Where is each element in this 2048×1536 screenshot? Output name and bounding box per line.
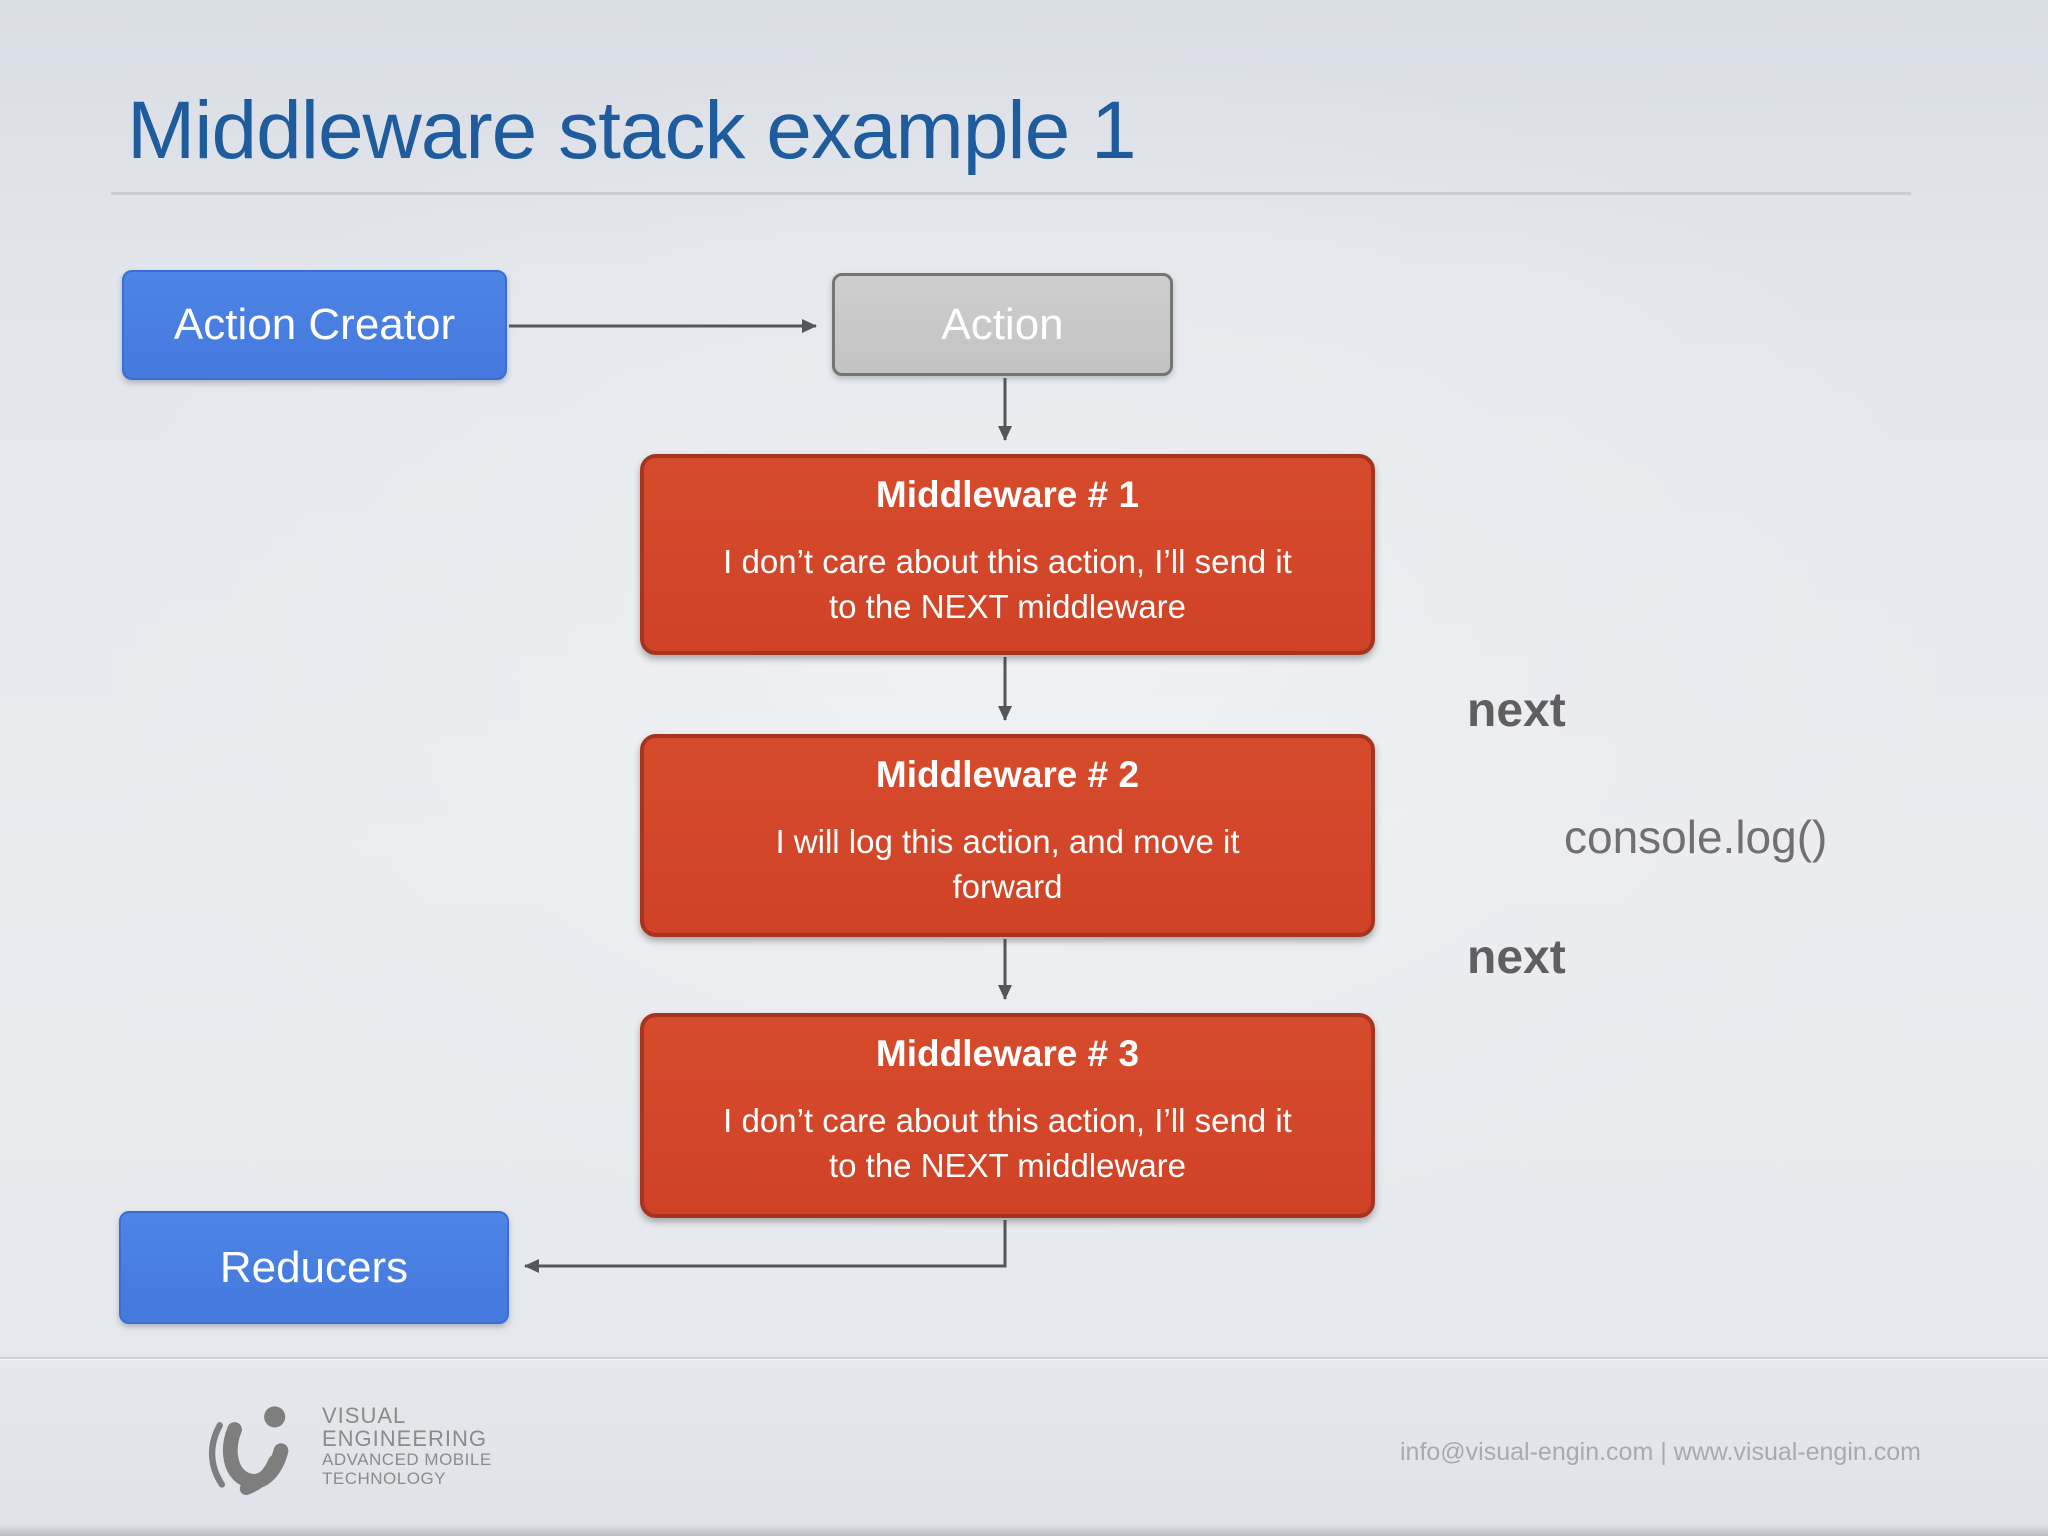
middleware-2-body-line1: I will log this action, and move it bbox=[775, 823, 1240, 860]
node-reducers: Reducers bbox=[119, 1211, 509, 1324]
middleware-1-body: I don’t care about this action, I’ll sen… bbox=[644, 540, 1371, 629]
arrow-middleware3-to-reducers bbox=[524, 1220, 1007, 1273]
node-reducers-label: Reducers bbox=[219, 1242, 409, 1292]
visual-engineering-logo-icon bbox=[208, 1406, 289, 1495]
node-middleware-2: Middleware # 2 I will log this action, a… bbox=[640, 734, 1375, 937]
logo-line-1: VISUAL bbox=[322, 1403, 407, 1428]
footer-contact-info: info@visual-engin.com | www.visual-engin… bbox=[1400, 1438, 1921, 1466]
annotation-next-1: next bbox=[1467, 684, 1566, 737]
logo-text: VISUAL ENGINEERING ADVANCED MOBILE TECHN… bbox=[322, 1400, 492, 1488]
logo-line-2: ENGINEERING bbox=[322, 1426, 488, 1451]
company-logo: VISUAL ENGINEERING ADVANCED MOBILE TECHN… bbox=[205, 1400, 492, 1495]
middleware-3-body: I don’t care about this action, I’ll sen… bbox=[644, 1099, 1371, 1188]
logo-line-4: TECHNOLOGY bbox=[322, 1469, 447, 1488]
middleware-1-body-line1: I don’t care about this action, I’ll sen… bbox=[723, 543, 1292, 580]
node-action-creator: Action Creator bbox=[122, 270, 507, 380]
middleware-3-body-line2: to the NEXT middleware bbox=[828, 1146, 1187, 1184]
footer-divider bbox=[0, 1357, 2048, 1359]
node-middleware-1: Middleware # 1 I don’t care about this a… bbox=[640, 454, 1375, 655]
bottom-edge-shadow bbox=[0, 1524, 2048, 1536]
annotation-next-2: next bbox=[1467, 931, 1566, 984]
slide-title: Middleware stack example 1 bbox=[127, 85, 1137, 176]
middleware-3-body-line1: I don’t care about this action, I’ll sen… bbox=[723, 1102, 1292, 1139]
node-middleware-3: Middleware # 3 I don’t care about this a… bbox=[640, 1013, 1375, 1218]
middleware-2-title: Middleware # 2 bbox=[875, 754, 1140, 795]
middleware-2-body: I will log this action, and move it forw… bbox=[644, 820, 1371, 909]
middleware-1-title: Middleware # 1 bbox=[875, 474, 1140, 515]
middleware-3-title: Middleware # 3 bbox=[875, 1033, 1140, 1074]
logo-line-3: ADVANCED MOBILE bbox=[322, 1450, 492, 1469]
middleware-1-body-line2: to the NEXT middleware bbox=[828, 587, 1187, 625]
node-action-creator-label: Action Creator bbox=[173, 300, 456, 349]
annotation-console-log: console.log() bbox=[1564, 811, 1828, 863]
node-action: Action bbox=[832, 273, 1173, 376]
title-divider bbox=[111, 192, 1911, 195]
node-action-label: Action bbox=[941, 299, 1064, 349]
middleware-2-body-line2: forward bbox=[952, 867, 1063, 905]
